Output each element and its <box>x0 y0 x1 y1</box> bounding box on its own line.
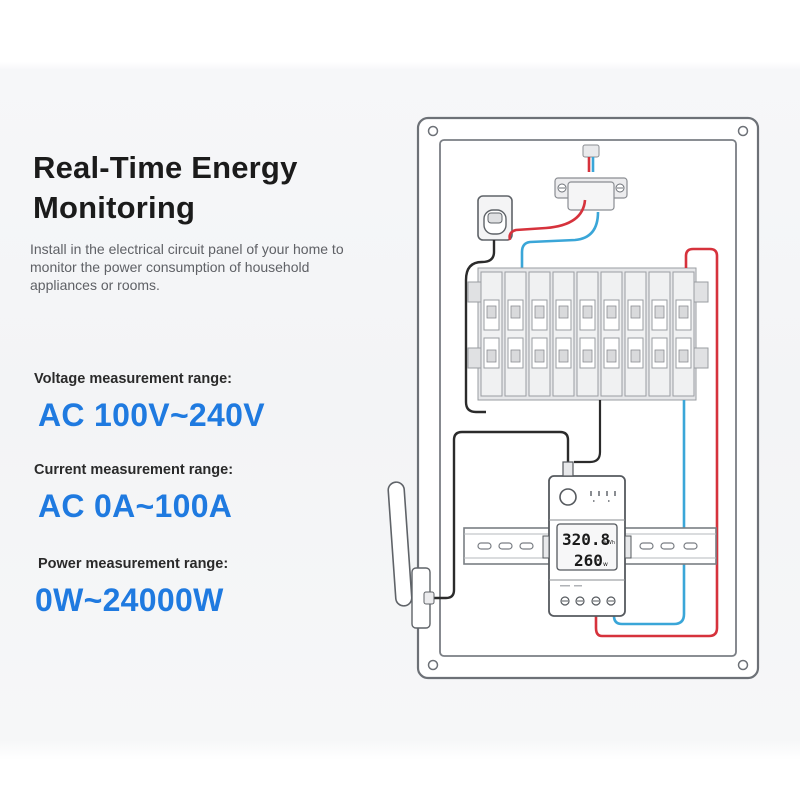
energy-unit: kWh <box>604 540 615 546</box>
breaker-module-part <box>534 349 545 363</box>
breaker-module-part <box>582 305 593 319</box>
breaker-module-part <box>528 271 551 397</box>
breaker-module-part <box>534 305 545 319</box>
breaker-module-part <box>504 271 527 397</box>
power-reading: 260 <box>574 551 603 570</box>
breaker-module-part <box>552 271 575 397</box>
wire-entry-clamp <box>582 144 600 158</box>
breaker-module-part <box>648 271 671 397</box>
breaker-module-part <box>654 305 665 319</box>
power-button-icon <box>559 488 577 506</box>
power-label: Power measurement range: <box>38 556 229 572</box>
breakers <box>480 271 695 397</box>
wire-black-antenna <box>432 430 570 600</box>
breaker-module-part <box>624 271 647 397</box>
breaker-module-part <box>510 305 521 319</box>
current-clamp-sensor <box>477 195 513 241</box>
voltage-label: Voltage measurement range: <box>34 371 232 387</box>
description: Install in the electrical circuit panel … <box>30 241 344 293</box>
breaker-module-part <box>576 271 599 397</box>
wire-red-loop <box>594 247 719 638</box>
lcd-display <box>556 523 618 571</box>
breaker-module-part <box>480 271 503 397</box>
current-label: Current measurement range: <box>34 462 234 478</box>
terminal-block <box>554 177 628 211</box>
breaker-module-part <box>606 349 617 363</box>
title-line-1: Real-Time Energy <box>33 150 298 185</box>
breaker-module-part <box>558 305 569 319</box>
breaker-module-part <box>486 349 497 363</box>
page-title: Real-Time Energy Monitoring <box>33 148 363 228</box>
wire-black-clamp <box>464 240 496 414</box>
breaker-module-part <box>630 349 641 363</box>
wire-blue-top <box>520 157 600 268</box>
voltage-value: AC 100V~240V <box>38 397 265 433</box>
current-value: AC 0A~100A <box>38 488 233 524</box>
breaker-module-part <box>678 349 689 363</box>
antenna <box>387 481 435 629</box>
breaker-module-part <box>600 271 623 397</box>
energy-reading: 320.8 <box>562 530 610 549</box>
power-unit: w <box>603 561 608 568</box>
breaker-module-part <box>678 305 689 319</box>
breaker-module-part <box>606 305 617 319</box>
breaker-module-part <box>654 349 665 363</box>
breaker-module-part <box>672 271 695 397</box>
panel-screws <box>427 125 749 671</box>
wire-blue-loop <box>612 400 686 626</box>
title-line-2: Monitoring <box>33 190 196 225</box>
power-value: 0W~24000W <box>35 582 224 618</box>
wire-black-breaker <box>574 400 602 464</box>
energy-meter-device: 320.8 kWh 260 w <box>542 461 632 617</box>
wire-red-top <box>508 157 591 241</box>
breaker-module-part <box>510 349 521 363</box>
breaker-module-part <box>558 349 569 363</box>
breaker-module-part <box>486 305 497 319</box>
breaker-module-part <box>630 305 641 319</box>
breaker-module-part <box>582 349 593 363</box>
